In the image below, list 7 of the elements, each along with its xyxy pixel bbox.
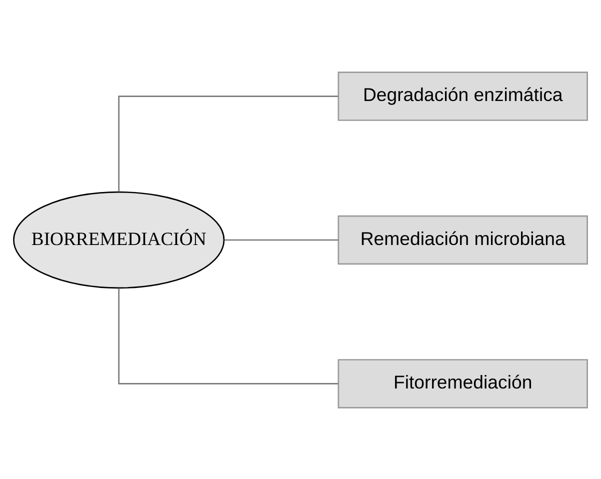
connector (224, 238, 338, 240)
node-box: Remediación microbiana (338, 214, 588, 264)
node-box: Degradación enzimática (338, 71, 588, 120)
node-ellipse: BIORREMEDIACIÓN (13, 190, 225, 288)
node-box: Fitorremediación (338, 358, 588, 408)
connector (118, 95, 338, 192)
connector (118, 288, 338, 384)
